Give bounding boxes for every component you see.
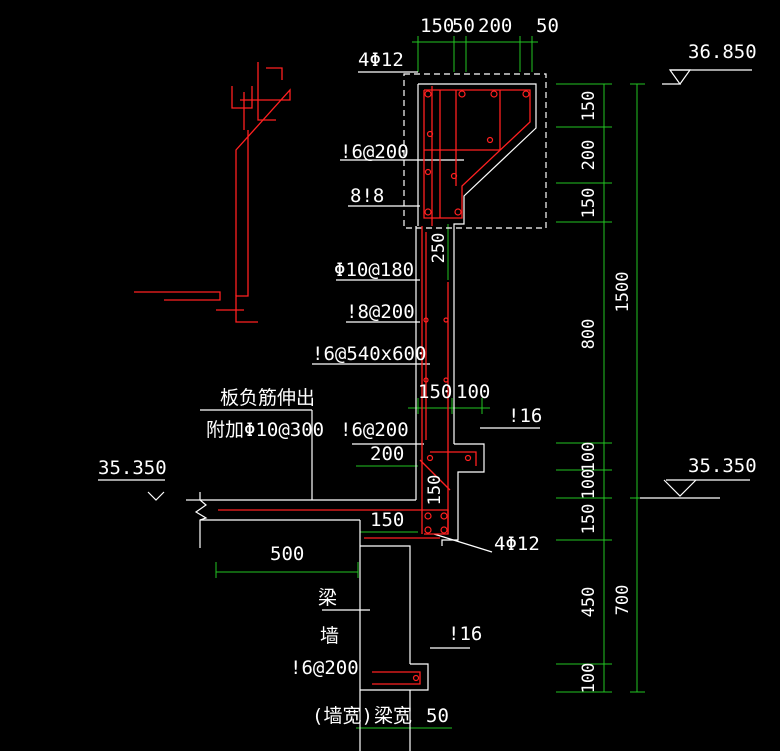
right-dim-9: 100 [579, 663, 599, 694]
right-dims: 150 200 150 800 100 100 150 450 100 1500… [579, 91, 633, 694]
right-dim-3: 150 [579, 188, 599, 219]
label-beam-bars: 4Φ12 [494, 533, 540, 555]
right-dim-5: 100 [579, 442, 599, 473]
label-wall-horizontal: !8@200 [346, 301, 415, 323]
concrete-outline [98, 69, 752, 751]
top-dim-1: 150 [420, 15, 454, 37]
label-dim-50: 50 [426, 705, 449, 727]
dimension-lines [215, 36, 645, 729]
elevation-top: 36.850 [688, 41, 757, 63]
label-tie: !6@540x600 [312, 343, 426, 365]
elevation-right: 35.350 [688, 455, 757, 477]
label-dim-100a: 100 [456, 381, 490, 403]
rebar-dots [412, 90, 530, 682]
right-dim-4: 800 [579, 319, 599, 350]
elevation-left: 35.350 [98, 457, 167, 479]
label-dim-150c: 150 [370, 509, 404, 531]
label-stirrup-top: !6@200 [340, 141, 409, 163]
overall-dim-lower: 700 [613, 585, 633, 616]
label-wall: 墙 [320, 625, 339, 647]
right-dim-1: 150 [579, 91, 599, 122]
label-stirrup-low: !6@200 [290, 657, 359, 679]
label-stirrup-mid: !6@200 [340, 419, 409, 441]
label-bar-8: 8!8 [350, 185, 384, 207]
top-dim-2: 50 [452, 15, 475, 37]
label-dim-250: 250 [429, 233, 449, 264]
label-wall-vertical: Φ10@180 [334, 259, 414, 281]
label-dim-150b: 150 [425, 475, 445, 506]
label-top-bars: 4Φ12 [358, 49, 404, 71]
top-dim-3: 200 [478, 15, 512, 37]
label-dim-150a: 150 [418, 381, 452, 403]
label-dim-500: 500 [270, 543, 304, 565]
label-wall-width: (墙宽) [312, 705, 373, 727]
overall-dim-upper: 1500 [613, 272, 633, 313]
right-dim-6: 100 [579, 469, 599, 500]
right-dim-2: 200 [579, 140, 599, 171]
label-bar-16a: !16 [508, 405, 542, 427]
top-dim-4: 50 [536, 15, 559, 37]
rebar-lines [134, 62, 531, 685]
label-bar-16b: !16 [448, 623, 482, 645]
label-slab-note-1: 板负筋伸出 [220, 387, 315, 409]
label-beam-width: 梁宽 [374, 705, 412, 727]
label-slab-note-2: 附加Φ10@300 [206, 419, 324, 441]
right-dim-8: 450 [579, 587, 599, 618]
label-beam: 梁 [318, 587, 337, 609]
label-dim-200: 200 [370, 443, 404, 465]
right-dim-7: 150 [579, 504, 599, 535]
